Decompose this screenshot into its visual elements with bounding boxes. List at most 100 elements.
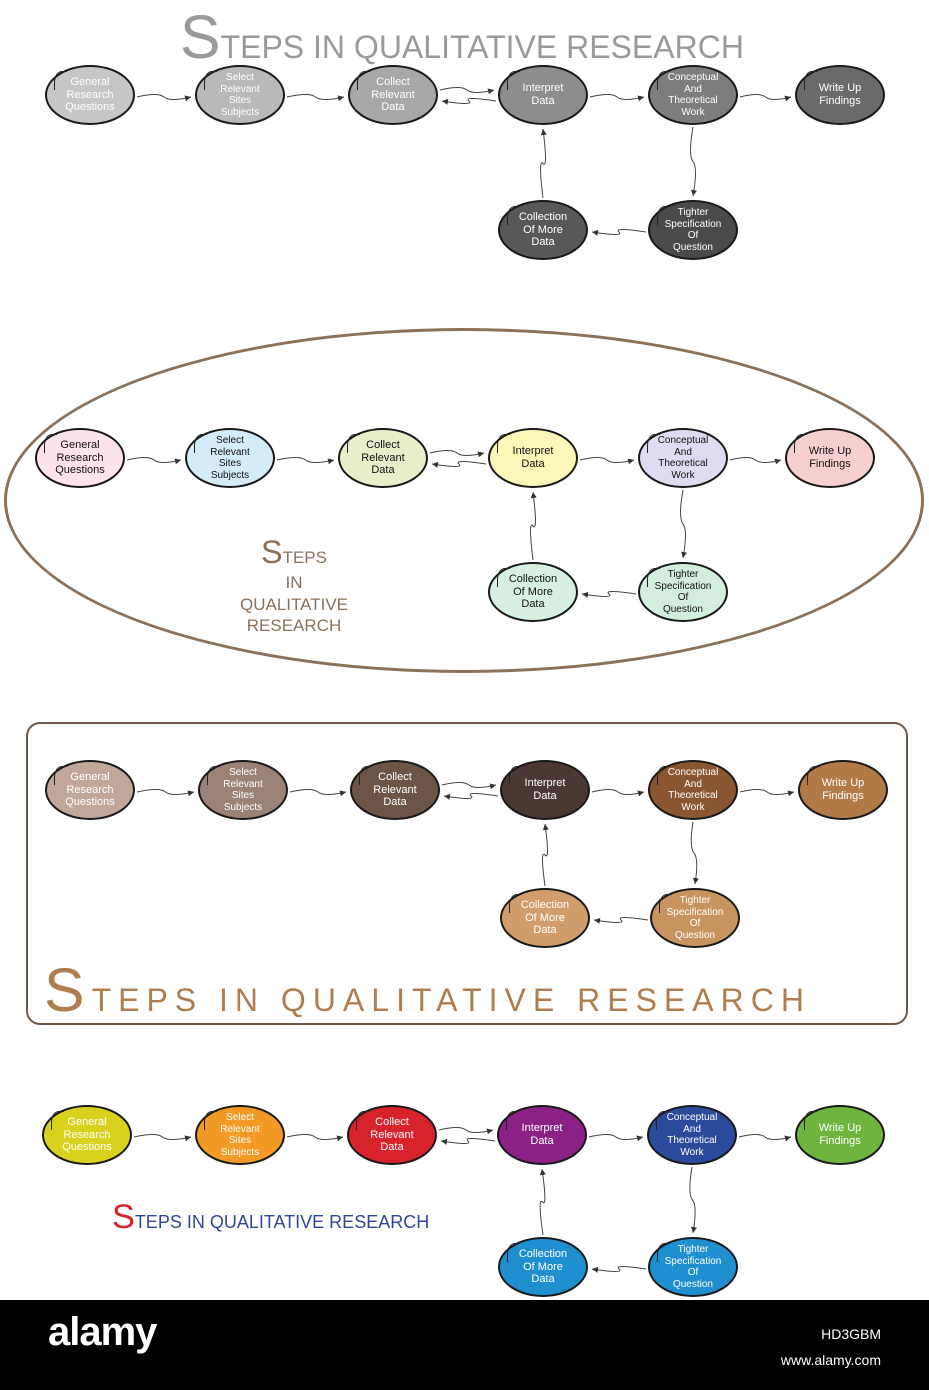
site-url: www.alamy.com [780, 1352, 881, 1368]
node-label: Write Up Findings [821, 777, 865, 802]
node-tighter: Tighter Specification Of Question [650, 888, 740, 948]
node-general: General Research Questions [42, 1105, 132, 1165]
node-conceptual: Conceptual And Theoretical Work [647, 1105, 737, 1165]
arrow-more-to-interpret [539, 1168, 546, 1236]
arrow-conceptual-to-writeup [738, 1134, 792, 1142]
section-brown: STEPS IN QUALITATIVE RESEARCH General Re… [0, 720, 929, 1030]
node-label: Collect Relevant Data [361, 439, 405, 477]
arrow-interpret-to-conceptual [579, 457, 635, 465]
node-conceptual: Conceptual And Theoretical Work [648, 65, 738, 125]
image-code: HD3GBM [821, 1326, 881, 1342]
node-label: Write Up Findings [818, 1122, 862, 1147]
arrow-select-to-collect [286, 1134, 344, 1142]
node-label: Write Up Findings [818, 82, 862, 107]
arrow-interpret-to-collect [441, 98, 497, 105]
arrow-conceptual-to-writeup [729, 457, 782, 465]
node-label: General Research Questions [55, 439, 105, 477]
watermark-footer: alamy HD3GBM www.alamy.com [0, 1300, 929, 1390]
node-more: Collection Of More Data [500, 888, 590, 948]
alamy-logo: alamy [48, 1310, 157, 1354]
frame-rect [26, 722, 908, 1025]
arrow-general-to-select [133, 1134, 192, 1142]
arrow-interpret-to-conceptual [591, 789, 645, 797]
node-interpret: Interpret Data [498, 65, 588, 125]
arrow-conceptual-to-writeup [739, 789, 795, 797]
title-cap: S [112, 1198, 135, 1236]
node-label: Collection Of More Data [520, 899, 570, 937]
node-label: Interpret Data [524, 777, 566, 802]
title-cap: S [261, 534, 283, 570]
arrow-general-to-select [126, 457, 182, 465]
arrow-conceptual-to-tighter [689, 1166, 697, 1234]
node-tighter: Tighter Specification Of Question [648, 1237, 738, 1297]
arrow-select-to-collect [286, 94, 345, 102]
arrow-tighter-to-more [591, 1266, 647, 1273]
node-label: Select Relevant Sites Subjects [210, 435, 250, 481]
node-select: Select Relevant Sites Subjects [195, 65, 285, 125]
node-label: Interpret Data [512, 445, 554, 470]
node-writeup: Write Up Findings [798, 760, 888, 820]
node-select: Select Relevant Sites Subjects [185, 428, 275, 488]
node-label: Interpret Data [522, 82, 564, 107]
node-collect: Collect Relevant Data [347, 1105, 437, 1165]
node-label: Tighter Specification Of Question [654, 569, 712, 615]
node-label: Tighter Specification Of Question [664, 1244, 722, 1290]
node-select: Select Relevant Sites Subjects [195, 1105, 285, 1165]
node-select: Select Relevant Sites Subjects [198, 760, 288, 820]
arrow-interpret-to-collect [431, 461, 487, 468]
arrow-interpret-to-conceptual [588, 1134, 644, 1142]
arrow-tighter-to-more [591, 229, 647, 236]
node-label: General Research Questions [65, 771, 115, 809]
arrow-general-to-select [136, 789, 195, 797]
node-collect: Collect Relevant Data [350, 760, 440, 820]
title-line1-text: TEPS [282, 548, 327, 567]
arrow-collect-to-interpret [438, 1127, 494, 1135]
arrow-conceptual-to-tighter [690, 126, 697, 197]
frame-ellipse [4, 328, 924, 673]
section-title: STEPS IN QUALITATIVE RESEARCH [240, 532, 348, 636]
arrow-interpret-to-collect [443, 793, 499, 800]
title-rest: TEPS IN QUALITATIVE RESEARCH [220, 29, 744, 65]
node-label: Collect Relevant Data [371, 76, 415, 114]
node-more: Collection Of More Data [498, 200, 588, 260]
flow-arrows [136, 782, 795, 924]
title-line1: STEPS [240, 532, 348, 572]
title-cap: S [44, 956, 92, 1024]
node-label: Tighter Specification Of Question [664, 207, 722, 253]
node-tighter: Tighter Specification Of Question [638, 562, 728, 622]
arrow-tighter-to-more [581, 591, 637, 598]
node-label: Conceptual And Theoretical Work [657, 435, 709, 481]
arrow-conceptual-to-writeup [739, 94, 792, 102]
arrow-select-to-collect [289, 789, 347, 797]
node-interpret: Interpret Data [500, 760, 590, 820]
node-more: Collection Of More Data [488, 562, 578, 622]
arrow-interpret-to-collect [440, 1138, 496, 1145]
node-label: General Research Questions [62, 1116, 112, 1154]
node-general: General Research Questions [45, 760, 135, 820]
node-conceptual: Conceptual And Theoretical Work [648, 760, 738, 820]
node-label: Conceptual And Theoretical Work [666, 1112, 718, 1158]
arrow-more-to-interpret [540, 128, 547, 199]
section-pastel: STEPS IN QUALITATIVE RESEARCH General Re… [0, 320, 929, 680]
section-color: STEPS IN QUALITATIVE RESEARCH General Re… [0, 1080, 929, 1300]
node-label: Collection Of More Data [508, 573, 558, 611]
node-label: Collection Of More Data [518, 211, 568, 249]
node-writeup: Write Up Findings [785, 428, 875, 488]
node-general: General Research Questions [35, 428, 125, 488]
arrow-more-to-interpret [530, 491, 537, 561]
node-label: Collect Relevant Data [373, 771, 417, 809]
arrow-conceptual-to-tighter [680, 489, 688, 559]
arrow-collect-to-interpret [429, 450, 485, 458]
node-writeup: Write Up Findings [795, 1105, 885, 1165]
arrow-collect-to-interpret [439, 87, 495, 95]
node-conceptual: Conceptual And Theoretical Work [638, 428, 728, 488]
title-line4: RESEARCH [246, 615, 342, 635]
node-interpret: Interpret Data [497, 1105, 587, 1165]
node-label: Select Relevant Sites Subjects [220, 1112, 260, 1158]
arrow-interpret-to-conceptual [589, 94, 645, 102]
section-gray: STEPS IN QUALITATIVE RESEARCH General Re… [0, 0, 929, 290]
arrow-more-to-interpret [542, 823, 549, 887]
section-title: STEPS IN QUALITATIVE RESEARCH [112, 1198, 429, 1237]
title-line3: QUALITATIVE [240, 594, 349, 614]
node-general: General Research Questions [45, 65, 135, 125]
